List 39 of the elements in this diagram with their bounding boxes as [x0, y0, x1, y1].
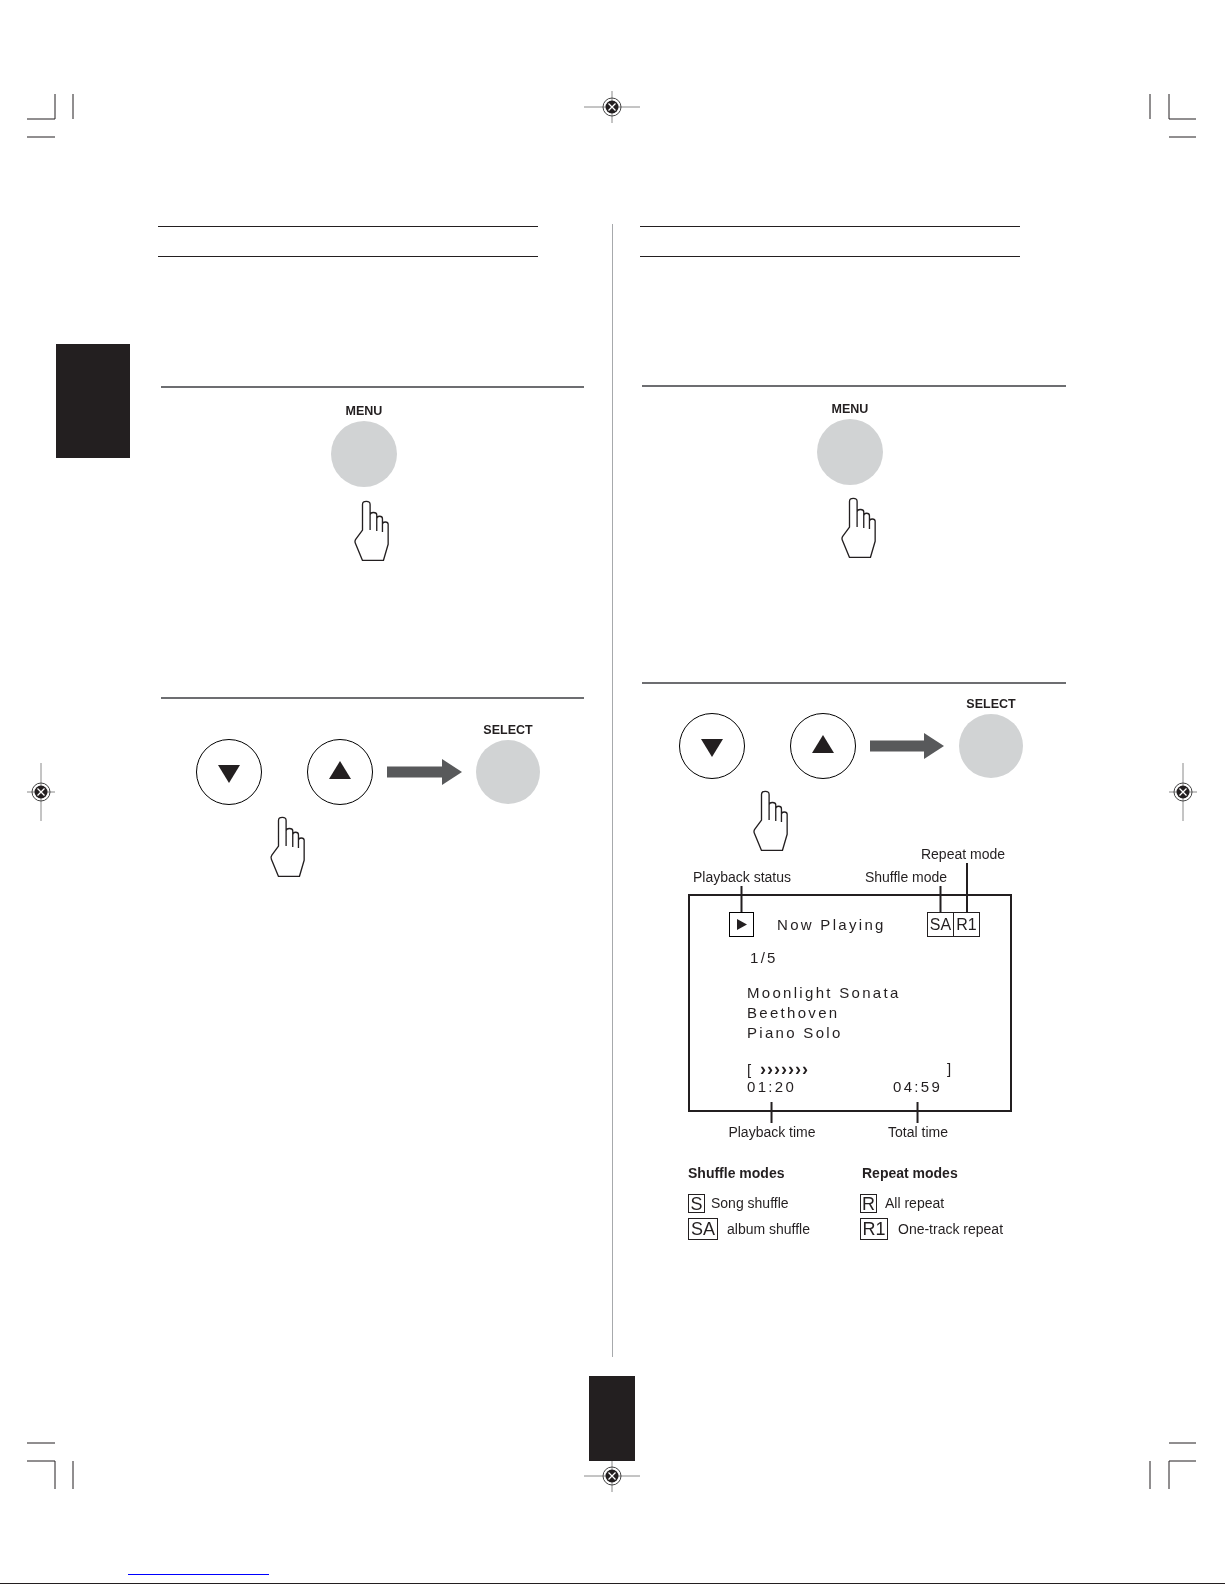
progress-bracket: ] [947, 1060, 954, 1078]
callout-label: Playback time [728, 1123, 816, 1141]
mode-indicator: R1 [860, 1218, 888, 1240]
callout-label: Shuffle mode [864, 868, 948, 886]
mode-indicator: S [688, 1194, 705, 1213]
track-description: Piano Solo [747, 1024, 843, 1042]
artist-name: Beethoven [747, 1004, 840, 1022]
mode-indicator: R [860, 1194, 877, 1213]
legend-text: Song shuffle [711, 1194, 789, 1212]
mode-indicator: SA [688, 1218, 718, 1240]
arrow [870, 733, 944, 759]
time-readout: 04:59 [893, 1078, 943, 1102]
track-counter: 1/5 [750, 949, 778, 967]
legend-heading: Repeat modes [862, 1164, 958, 1182]
button-label: SELECT [966, 696, 1016, 712]
mode-indicator: R1 [954, 912, 980, 937]
callout-label: Total time [888, 1123, 948, 1141]
callout-label: Repeat mode [920, 845, 1006, 863]
legend-text: One-track repeat [898, 1220, 1004, 1238]
button-label: MENU [345, 403, 383, 419]
leader-line [740, 885, 743, 913]
display-screen [688, 894, 1012, 1112]
screen-heading: Now Playing [777, 916, 886, 934]
legend-heading: Shuffle modes [688, 1164, 785, 1182]
time-readout: 01:20 [747, 1078, 797, 1102]
arrow [387, 759, 462, 785]
legend-text: album shuffle [727, 1220, 810, 1238]
legend-text: All repeat [885, 1194, 945, 1212]
button-label: SELECT [483, 722, 533, 738]
status-box [729, 912, 754, 937]
track-title: Moonlight Sonata [747, 984, 901, 1002]
leader-line [939, 885, 942, 913]
callout-label: Playback status [693, 868, 792, 886]
leader-line [966, 862, 968, 913]
leader-line [770, 1101, 773, 1124]
progress-text: [ ››››››› [747, 1060, 809, 1079]
mode-indicator: SA [927, 912, 954, 937]
leader-line [916, 1101, 919, 1124]
button-label: MENU [831, 401, 869, 417]
